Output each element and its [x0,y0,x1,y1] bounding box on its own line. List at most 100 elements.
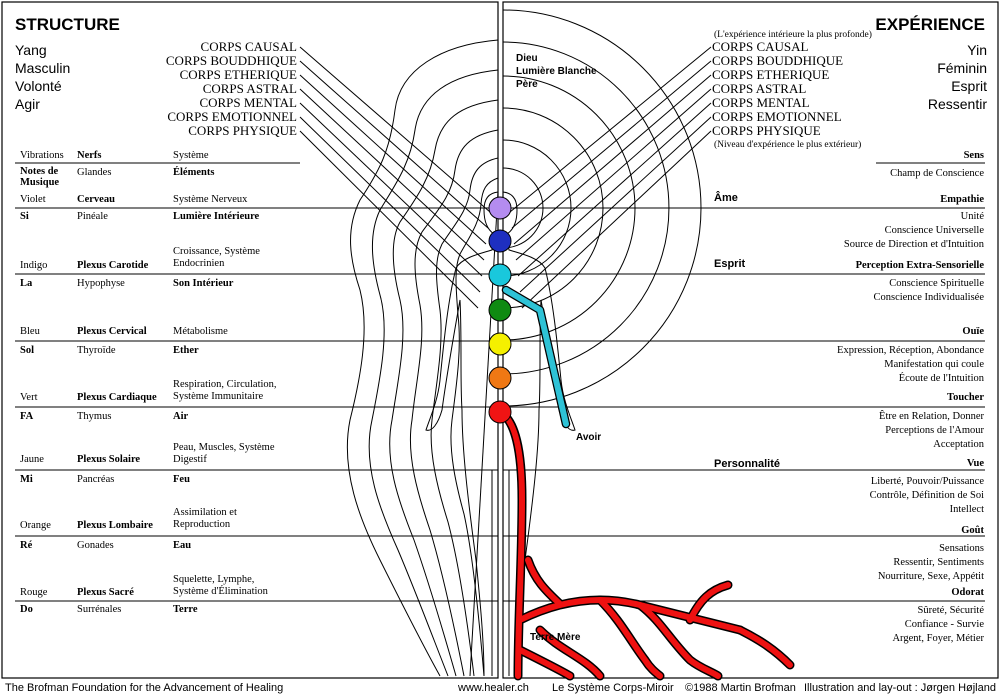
sense-detail: Être en Relation, Donner [879,411,984,422]
left-attribute: Masculin [15,60,71,76]
note-deepest-experience: (L'expérience intérieure la plus profond… [714,30,872,40]
header-notes-de-musique: Notes de Musique [20,166,60,188]
header-champ-de-conscience: Champ de Conscience [890,168,984,179]
root-system [495,407,795,681]
row-system: Croissance, Système Endocrinien [173,246,260,269]
footer-credit: Illustration and lay-out : Jørgen Højlan… [804,682,996,694]
sense-detail: Sensations [939,543,984,554]
right-attribute: Féminin [937,60,987,76]
row-note: FA [20,411,34,422]
header-elements: Éléments [173,167,215,178]
row-color: Vert [20,392,38,403]
chakra-column [488,196,512,424]
right-body-rays [509,46,712,309]
row-color: Bleu [20,326,40,337]
row-color: Indigo [20,260,48,271]
left-corps-bouddhique: CORPS BOUDDHIQUE [165,53,297,68]
row-system: Respiration, Circulation, Système Immuni… [173,379,277,402]
row-color: Rouge [20,587,48,598]
left-corps-physique: CORPS PHYSIQUE [188,123,297,138]
row-color: Jaune [20,454,44,465]
row-element: Lumière Intérieure [173,211,260,222]
right-attribute: Esprit [951,78,987,94]
row-element: Ether [173,345,199,356]
sense-detail: Expression, Réception, Abondance [837,345,984,356]
right-corps-mental: CORPS MENTAL [712,95,810,110]
right-corps-physique: CORPS PHYSIQUE [712,123,821,138]
row-system: Squelette, Lymphe, Système d'Élimination [173,574,268,597]
sense-detail: Écoute de l'Intuition [898,373,984,384]
sense-detail: Intellect [949,504,984,515]
sense-empathie: Empathie [940,194,984,205]
left-corps-causal: CORPS CAUSAL [200,39,297,54]
right-table-rules [503,162,985,602]
row-gland: Pancréas [77,474,115,485]
header-systeme: Système [173,150,209,161]
row-nerve: Cerveau [77,194,115,205]
row-note: Mi [20,474,33,485]
left-attribute: Agir [15,96,40,112]
level-esprit: Esprit [714,258,746,270]
row-note: Si [20,211,29,222]
right-corps-emotionnel: CORPS EMOTIONNEL [712,109,842,124]
label-pere: Père [516,79,538,90]
sense-detail: Acceptation [933,439,984,450]
sense-perception-extra-sensorielle: Perception Extra-Sensorielle [855,260,984,271]
experience-title: EXPÉRIENCE [875,15,985,34]
sense-detail: Perceptions de l'Amour [885,425,984,436]
left-corps-mental: CORPS MENTAL [199,95,297,110]
row-nerve: Plexus Cervical [77,326,147,337]
header-vibrations: Vibrations [20,150,64,161]
label-dieu: Dieu [516,53,538,64]
row-gland: Gonades [77,540,114,551]
header-sens: Sens [963,150,984,161]
sense-detail: Sûreté, Sécurité [917,605,984,616]
sense-detail: Unité [960,211,984,222]
row-color: Violet [20,194,46,205]
chakra-solar-plexus [488,332,512,356]
sense-detail: Nourriture, Sexe, Appétit [877,571,984,582]
row-system: Système Nerveux [173,194,248,205]
footer-title: Le Système Corps-Miroir [552,682,674,694]
right-corps-causal: CORPS CAUSAL [712,39,809,54]
row-gland: Pinéale [77,211,108,222]
sense-detail: Conscience Universelle [884,225,984,236]
footer-foundation: The Brofman Foundation for the Advanceme… [5,682,284,694]
left-table-rules [15,162,498,602]
chakra-throat [488,263,512,287]
row-note: La [20,278,33,289]
sense-detail: Manifestation qui coule [884,359,984,370]
sense-detail: Confiance - Survie [904,619,984,630]
row-note: Ré [20,540,33,551]
sense-gout: Goût [961,525,984,536]
left-corps-etherique: CORPS ETHERIQUE [179,67,297,82]
left-attribute: Yang [15,42,47,58]
right-attribute: Yin [967,42,987,58]
chakra-third-eye [488,229,512,253]
row-system: Peau, Muscles, Système Digestif [173,442,275,465]
header-glandes: Glandes [77,167,112,178]
sense-detail: Source de Direction et d'Intuition [843,239,984,250]
left-attribute: Volonté [15,78,62,94]
right-corps-bouddhique: CORPS BOUDDHIQUE [712,53,844,68]
footer-website[interactable]: www.healer.ch [458,682,529,694]
left-corps-astral: CORPS ASTRAL [202,81,297,96]
row-nerve: Plexus Cardiaque [77,392,157,403]
header-nerfs: Nerfs [77,150,102,161]
chakra-crown [488,196,512,220]
right-attribute: Ressentir [927,96,987,112]
row-nerve: Plexus Carotide [77,260,149,271]
sense-detail: Argent, Foyer, Métier [892,633,984,644]
row-nerve: Plexus Solaire [77,454,141,465]
sense-vue: Vue [966,458,984,469]
row-gland: Surrénales [77,604,122,615]
sense-odorat: Odorat [951,587,984,598]
label-terre-mere: Terre Mère [530,632,581,643]
row-system: Métabolisme [173,326,228,337]
sense-detail: Conscience Individualisée [873,292,984,303]
row-gland: Thymus [77,411,112,422]
right-corps-etherique: CORPS ETHERIQUE [712,67,830,82]
row-color: Orange [20,520,51,531]
label-avoir: Avoir [576,432,602,443]
